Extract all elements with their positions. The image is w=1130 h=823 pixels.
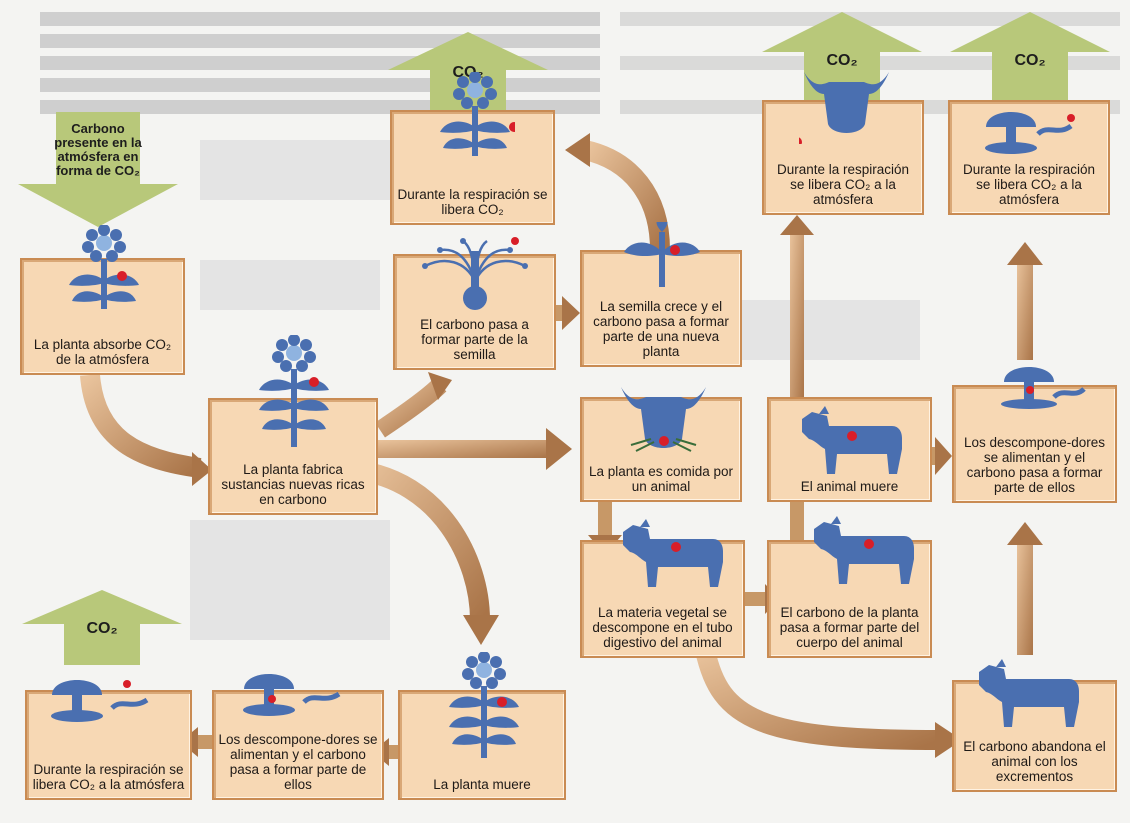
box-animal-muere: El animal muere — [767, 397, 932, 502]
box-crece: La semilla crece y el carbono pasa a for… — [580, 222, 742, 367]
flower-icon — [440, 72, 515, 156]
mushroom-icon — [243, 674, 341, 716]
arrow-excrem-descomp — [1017, 540, 1033, 655]
box-label: Los descompone-dores se alimentan y el c… — [963, 435, 1106, 495]
box-label: El carbono pasa a formar parte de la sem… — [420, 317, 529, 362]
box-label: La planta absorbe CO₂ de la atmósfera — [33, 337, 172, 367]
arrow-comida-tubo — [598, 500, 612, 540]
box-label: El carbono abandona el animal con los ex… — [963, 739, 1106, 784]
cow-icon — [802, 406, 902, 474]
co2-arrow-animal: CO₂ — [762, 12, 922, 102]
box-resp-final: Durante la respiración se libera CO₂ a l… — [25, 680, 192, 800]
arrow-tubo-cuerpo — [743, 592, 768, 606]
arrow-cuerpo-muere — [790, 500, 804, 540]
arrow-fabrica-muere — [353, 460, 490, 621]
box-label: El animal muere — [800, 479, 899, 494]
box-label: La materia vegetal se descompone en el t… — [592, 605, 733, 650]
box-comida: La planta es comida por un animal — [580, 387, 742, 502]
box-descomp-planta: Los descompone-dores se alimentan y el c… — [212, 674, 384, 800]
box-label: La semilla crece y el carbono pasa a for… — [593, 299, 729, 359]
box-label: Durante la respiración se libera CO₂ a l… — [776, 162, 910, 207]
co2-arrow-descomp: CO₂ — [950, 12, 1110, 102]
box-label: La planta es comida por un animal — [588, 464, 734, 494]
box-descomp-animal: Los descompone-dores se alimentan y el c… — [952, 367, 1117, 503]
box-semilla: El carbono pasa a formar parte de la sem… — [393, 237, 556, 370]
sprinkler-seed-icon — [422, 237, 528, 310]
flower-icon — [69, 225, 139, 309]
arrow-tubo-excrem — [695, 647, 941, 750]
box-descompone-tubo: La materia vegetal se descompone en el t… — [580, 519, 745, 658]
arrow-fabrica-comida — [378, 440, 548, 458]
arrow-descomp-resp-final — [195, 735, 213, 749]
box-label: Durante la respiración se libera CO₂ — [397, 187, 548, 217]
arrow-absorbe-fabrica — [80, 373, 202, 478]
plant-icon — [259, 335, 329, 447]
arrow-fabrica-semilla — [375, 378, 447, 438]
box-label: Los descompone-dores se alimentan y el c… — [218, 732, 378, 792]
arrow-crece-respira — [582, 140, 670, 251]
mushroom-icon — [985, 112, 1075, 154]
arrow-muere-resp — [790, 230, 804, 400]
mushroom-icon — [1001, 367, 1086, 409]
cow-icon — [979, 659, 1079, 727]
box-resp-animal: Durante la respiración se libera CO₂ a l… — [762, 72, 924, 215]
box-label: Durante la respiración se libera CO₂ a l… — [32, 762, 185, 792]
arrow-descomp-resp — [1017, 260, 1033, 360]
arrow-semilla-crece — [556, 305, 566, 321]
box-excrementos: El carbono abandona el animal con los ex… — [952, 659, 1117, 792]
cow-head-icon — [799, 72, 889, 144]
plant-icon — [449, 652, 519, 758]
box-resp-descomp: Durante la respiración se libera CO₂ a l… — [948, 100, 1110, 215]
cow-head-icon — [621, 387, 706, 452]
box-label: La planta muere — [433, 777, 531, 792]
co2-label: CO₂ — [1014, 52, 1046, 69]
box-planta-muere: La planta muere — [398, 652, 566, 800]
co2-label: CO₂ — [826, 52, 858, 69]
cow-icon — [623, 519, 723, 587]
box-cuerpo: El carbono de la planta pasa a formar pa… — [767, 516, 932, 658]
sprout-icon — [624, 222, 700, 287]
co2-arrow-final: CO₂ — [22, 590, 182, 665]
cow-icon — [814, 516, 914, 584]
box-label: El carbono de la planta pasa a formar pa… — [779, 605, 920, 650]
box-label: La planta fabrica sustancias nuevas rica… — [221, 462, 365, 507]
co2-intake-arrow: Carbono presente en la atmósfera en form… — [18, 112, 178, 227]
box-respira-planta: Durante la respiración se libera CO₂ — [390, 72, 555, 225]
mushroom-icon — [51, 680, 149, 722]
box-absorbe: La planta absorbe CO₂ de la atmósfera — [20, 225, 185, 375]
box-label: Durante la respiración se libera CO₂ a l… — [962, 162, 1096, 207]
intake-label: Carbono presente en la atmósfera en form… — [54, 121, 142, 178]
co2-label: CO₂ — [86, 620, 118, 637]
box-fabrica: La planta fabrica sustancias nuevas rica… — [208, 335, 378, 515]
